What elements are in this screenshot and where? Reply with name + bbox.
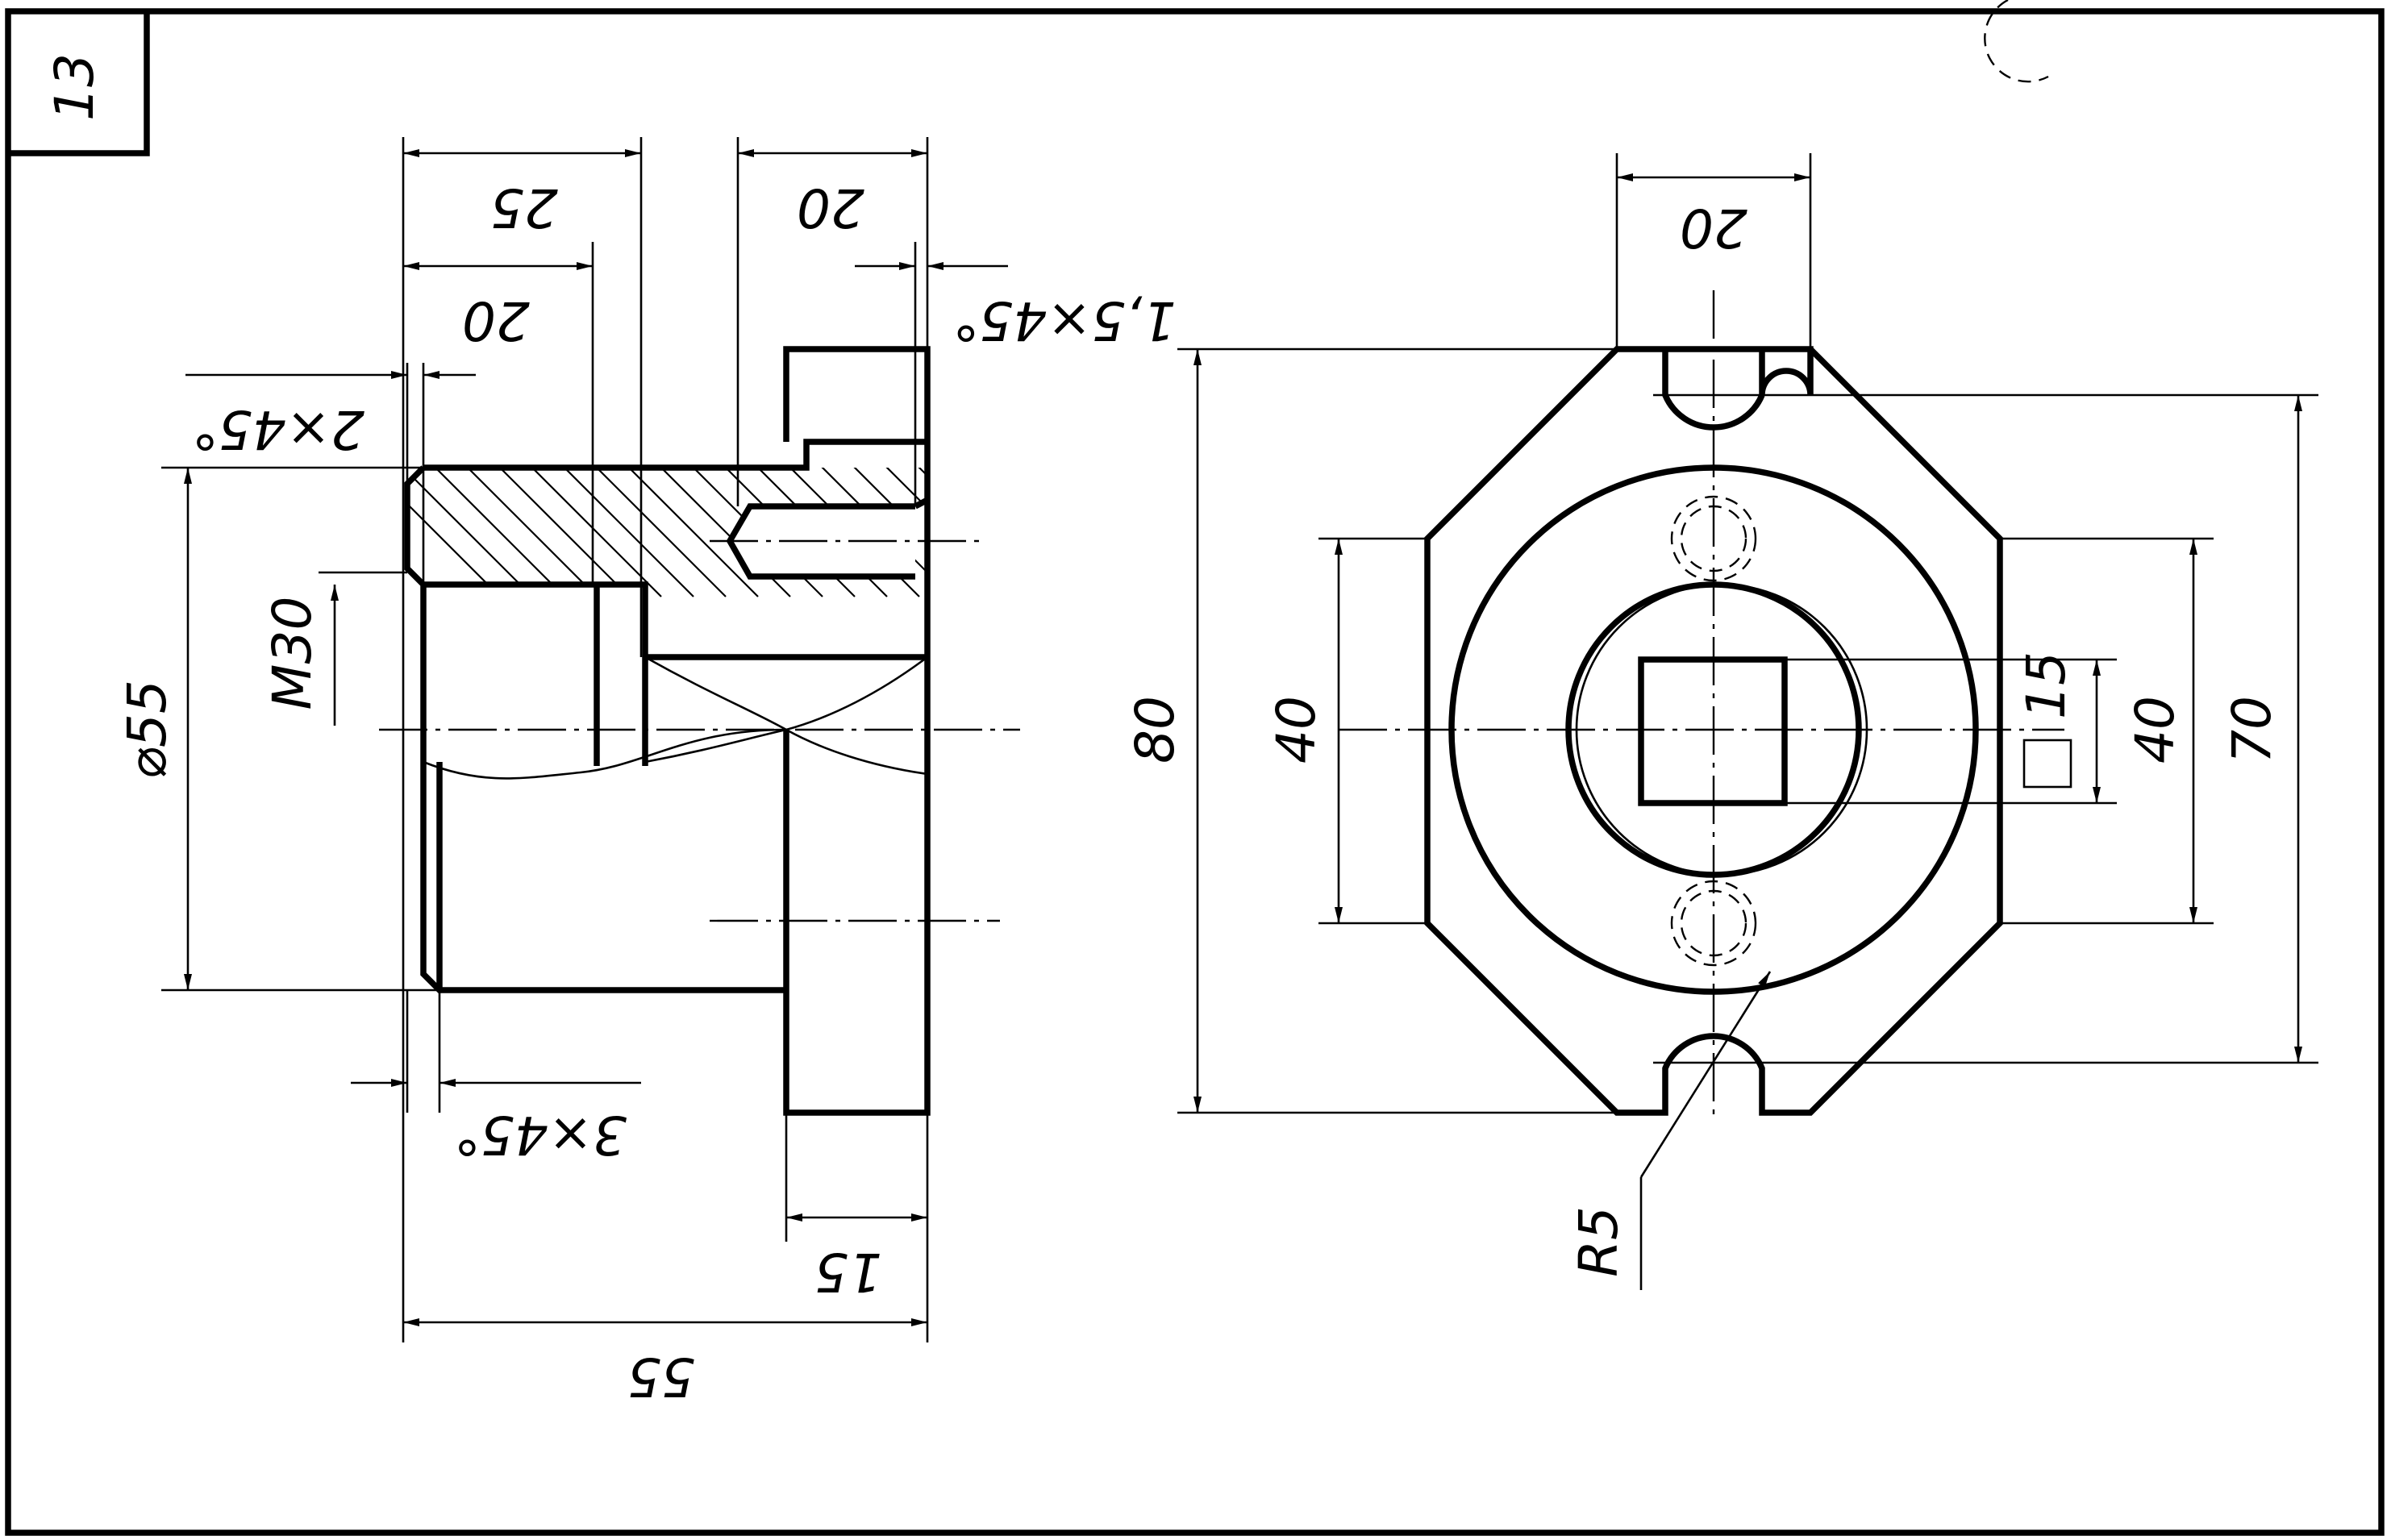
square-symbol [2022, 739, 2072, 789]
dim-thread: M30 [261, 597, 323, 710]
part-outline [404, 346, 931, 1116]
dim-square-15: 15 [2015, 651, 2077, 719]
stamp-circle [1984, 0, 2049, 83]
break-line [423, 728, 787, 780]
front-view: 25 20 20 1,5×45° 2×45° ⌀55 M30 3×45° 15 … [116, 137, 1177, 1408]
dim-diameter-55: ⌀55 [116, 680, 178, 780]
dim-width-70: 70 [2221, 696, 2283, 764]
sheet-number: 13 [44, 53, 106, 121]
dim-chamfer-3: 3×45° [454, 1104, 627, 1166]
title-block: 13 [8, 11, 150, 156]
dim-20-top: 20 [797, 177, 864, 239]
dim-radius: R5 [1568, 1206, 1630, 1277]
sheet-frame [5, 8, 2385, 1536]
dim-bolt-40-left: 40 [1265, 696, 1327, 764]
dim-25: 25 [490, 177, 558, 239]
side-view: 20 80 40 15 40 70 R5 [1124, 153, 2318, 1290]
dim-overall-55: 55 [627, 1346, 695, 1408]
dim-chamfer-1-5: 1,5×45° [952, 289, 1176, 352]
dim-flange-15: 15 [814, 1241, 882, 1303]
dim-height-80: 80 [1124, 696, 1186, 764]
dim-slot-20: 20 [1680, 197, 1747, 259]
dim-chamfer-2: 2×45° [192, 398, 364, 460]
dim-20-bore: 20 [462, 289, 530, 352]
section-hatching [407, 468, 927, 597]
flange-outline [1424, 346, 2003, 1116]
dim-bolt-40-right: 40 [2124, 696, 2186, 764]
